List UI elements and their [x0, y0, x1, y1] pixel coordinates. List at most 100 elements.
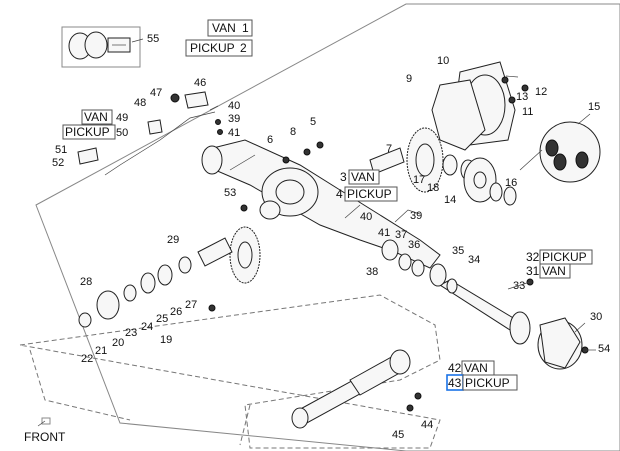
- label-pickup2-num: 2: [240, 41, 247, 55]
- part-number: 25: [156, 313, 168, 325]
- part-number: 53: [224, 187, 236, 199]
- part-number: 33: [513, 280, 525, 292]
- label-box-van3: [348, 169, 380, 185]
- ring-gear-upper: [406, 127, 444, 193]
- part-number: 16: [505, 177, 517, 189]
- label-box-van1: [207, 19, 253, 37]
- clip-39: [215, 119, 221, 125]
- label-van1-num: 1: [242, 21, 249, 35]
- nut-27-marker: [208, 304, 216, 312]
- part-number: 10: [437, 55, 449, 67]
- label-pickup2-code: PICKUP: [190, 41, 235, 55]
- label-van49-num: 49: [116, 112, 128, 124]
- bolt-6: [282, 156, 290, 164]
- cable-40b: [394, 209, 421, 223]
- bolt-8: [303, 148, 311, 156]
- flange-28: [96, 290, 120, 320]
- bracket-51: [77, 147, 99, 165]
- bracket-49: [147, 119, 163, 135]
- cable-40: [104, 111, 216, 176]
- label-pickup4-code: PICKUP: [347, 187, 392, 201]
- bearing-18b: [489, 182, 503, 202]
- part-number: 30: [590, 311, 602, 323]
- label-van3-code: VAN: [351, 170, 375, 184]
- part-number: 29: [167, 234, 179, 246]
- part-number: 11: [522, 106, 533, 118]
- label-box-pickup43: [462, 374, 518, 391]
- label-pickup50-code: PICKUP: [65, 125, 110, 139]
- part-number: 36: [408, 239, 420, 251]
- part-number: 20: [112, 337, 124, 349]
- part-number: 22: [81, 353, 93, 365]
- seal-24: [123, 284, 137, 302]
- brake-drum: [537, 317, 583, 370]
- ring-gear-lower: [229, 226, 261, 284]
- part-number: 14: [444, 194, 456, 206]
- label-pickup32-code: PICKUP: [542, 250, 587, 264]
- label-box-pickup50: [62, 124, 116, 140]
- part-number: 19: [160, 334, 172, 346]
- part-number: 26: [170, 306, 182, 318]
- label-pickup4-num: 4: [336, 187, 343, 201]
- front-label: FRONT: [24, 430, 66, 444]
- nut-44: [414, 392, 422, 400]
- propeller-shaft: [291, 349, 411, 429]
- part-number: 41: [378, 227, 390, 239]
- part-number: 9: [406, 73, 412, 85]
- part-number: 41: [228, 127, 240, 139]
- part-number: 44: [421, 419, 433, 431]
- bearing-36: [411, 259, 425, 277]
- label-box-van49: [81, 109, 113, 125]
- bearing-25: [140, 272, 156, 294]
- part-number: 28: [80, 276, 92, 288]
- part-number: 6: [267, 134, 273, 146]
- part-number: 38: [366, 266, 378, 278]
- axle-housing: [201, 139, 441, 269]
- label-van31-code: VAN: [542, 264, 566, 278]
- assembly-frame: [35, 3, 620, 451]
- part-number: 12: [535, 86, 547, 98]
- part-number: 48: [134, 97, 146, 109]
- axle-shaft: [438, 279, 531, 345]
- part-number: 39: [410, 210, 422, 222]
- bearing-37: [398, 253, 412, 271]
- part-number: 15: [588, 101, 600, 113]
- label-pickup50-num: 50: [116, 127, 128, 139]
- propshaft-frame: [19, 294, 441, 449]
- part-number: 39: [228, 113, 240, 125]
- part-number: 18: [427, 182, 439, 194]
- rear-cover: [431, 61, 516, 151]
- label-box-pickup4: [344, 186, 398, 202]
- part-number: 21: [95, 345, 107, 357]
- bolt-12: [521, 84, 529, 92]
- dashed-guide-1: [29, 349, 131, 421]
- label-pickup43-code: PICKUP: [465, 376, 510, 390]
- label-pickup43-num: 43: [448, 376, 462, 390]
- pinion-upper: [369, 147, 405, 175]
- part-number: 34: [468, 254, 480, 266]
- label-van3-num: 3: [340, 170, 347, 184]
- bolt-47: [170, 93, 180, 103]
- label-box-pickup2: [185, 39, 253, 57]
- part-number: 23: [125, 327, 137, 339]
- part-number: 45: [392, 429, 404, 441]
- part-number: 47: [150, 87, 162, 99]
- part-number: 27: [185, 299, 197, 311]
- clip-41: [217, 129, 223, 135]
- bearing-35: [429, 263, 447, 287]
- part-number: 8: [290, 126, 296, 138]
- bolt-13: [501, 76, 509, 84]
- label-pickup32-num: 32: [526, 250, 540, 264]
- part-number: 35: [452, 245, 464, 257]
- bearing-18: [442, 154, 458, 176]
- part-number: 5: [310, 116, 316, 128]
- part-number: 46: [194, 77, 206, 89]
- pinion-lower: [197, 237, 233, 267]
- shim-17: [503, 186, 517, 206]
- part-number: 54: [598, 343, 610, 355]
- gasket-kit-box: [61, 26, 141, 68]
- label-van49-code: VAN: [84, 110, 108, 124]
- part-number: 17: [413, 174, 425, 186]
